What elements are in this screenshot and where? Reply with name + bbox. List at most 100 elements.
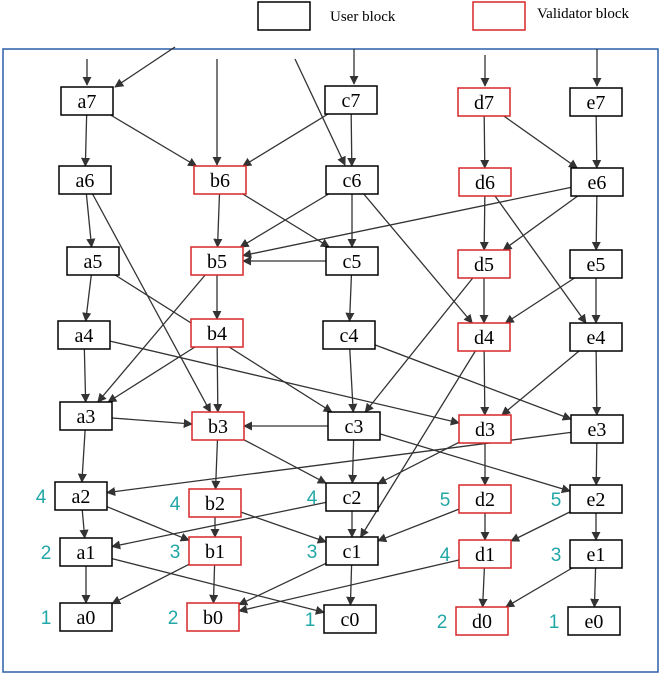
validator-block-box <box>455 606 509 636</box>
edge-b2-to-c1 <box>240 511 327 544</box>
block-number-e1: 3 <box>551 545 562 566</box>
block-label: d7 <box>474 92 494 114</box>
user-block-box <box>59 602 113 632</box>
edge-c4-to-c3 <box>348 348 358 413</box>
user-block-box <box>324 85 378 115</box>
edge-a4-to-d3 <box>109 340 460 426</box>
block-label: a1 <box>77 542 96 564</box>
block-number-c1: 3 <box>307 542 318 563</box>
edge-d7-to-d6 <box>480 115 490 169</box>
user-block-box <box>58 165 112 195</box>
block-b3: b3 <box>191 411 245 441</box>
block-number-b0: 2 <box>168 608 179 629</box>
block-b6: b6 <box>193 165 247 195</box>
edge-a6-to-b3 <box>91 193 212 413</box>
validator-block-box <box>188 536 242 566</box>
block-d3: d3 <box>458 414 512 444</box>
edge-e5-to-d4 <box>504 277 575 324</box>
block-number-b2: 4 <box>170 494 181 515</box>
incoming-edges <box>82 46 602 166</box>
edge-a3-to-a2 <box>77 429 87 483</box>
user-block-box <box>569 249 623 279</box>
block-label: e0 <box>585 611 604 633</box>
block-b0: b0 <box>186 602 240 632</box>
edge-c6-to-d4 <box>363 193 473 324</box>
block-a5: a5 <box>66 246 120 276</box>
legend-validator-label: Validator block <box>537 6 630 22</box>
user-block-box <box>569 539 623 569</box>
edge-c3-to-c2 <box>348 439 358 484</box>
block-c2: c2 <box>325 482 379 512</box>
edges <box>77 113 602 615</box>
edge-d2-to-c1 <box>377 508 460 543</box>
block-b2: b2 <box>188 488 242 518</box>
block-label: b3 <box>208 416 228 438</box>
edge-a6-to-a5 <box>85 193 96 248</box>
edge-b1-to-a0 <box>111 563 190 605</box>
edge-e6-to-d5 <box>502 195 579 251</box>
edge-c7-to-c6 <box>347 113 357 167</box>
user-block-box <box>325 482 379 512</box>
block-label: a0 <box>77 607 96 629</box>
block-c3: c3 <box>327 411 381 441</box>
block-label: d2 <box>475 489 495 511</box>
block-number-d1: 4 <box>440 545 451 566</box>
block-a2: a2 <box>54 481 108 511</box>
validator-block-box <box>186 602 240 632</box>
user-block-box <box>567 606 621 636</box>
block-d0: d0 <box>455 606 509 636</box>
user-block-box <box>59 537 113 567</box>
nodes: a7a6a5a4a3a2a1a0b6b5b4b3b2b1b0c7c6c5c4c3… <box>54 85 624 636</box>
block-a7: a7 <box>60 86 114 116</box>
edge-a5-to-a4 <box>82 274 92 322</box>
block-number-a2: 4 <box>36 487 47 508</box>
validator-block-box <box>457 87 511 117</box>
edge-b6-to-b5 <box>213 193 223 248</box>
user-block-box <box>325 536 379 566</box>
validator-block-box <box>458 167 512 197</box>
block-number-d0: 2 <box>437 612 448 633</box>
block-d6: d6 <box>458 167 512 197</box>
block-label: b4 <box>207 323 227 345</box>
block-b1: b1 <box>188 536 242 566</box>
validator-block-box <box>458 414 512 444</box>
block-c5: c5 <box>325 246 379 276</box>
user-block-box <box>327 411 381 441</box>
block-label: a6 <box>76 170 95 192</box>
user-block-box <box>570 167 624 197</box>
block-number-b1: 3 <box>170 542 181 563</box>
block-e2: e2 <box>569 484 623 514</box>
block-e3: e3 <box>570 414 624 444</box>
block-label: d0 <box>472 611 492 633</box>
edge-a3-to-b3 <box>111 417 193 428</box>
block-label: b1 <box>205 541 225 563</box>
edge-e4-to-d3 <box>501 350 580 416</box>
validator-block-box <box>457 322 511 352</box>
block-label: d5 <box>474 254 494 276</box>
validator-block-box <box>188 488 242 518</box>
edge-b4-to-b3 <box>213 346 223 413</box>
edge-c4-to-e3 <box>374 344 572 421</box>
edge-d6-to-d5 <box>479 195 489 251</box>
block-label: c6 <box>343 170 362 192</box>
block-label: b6 <box>210 170 230 192</box>
edge-b5-to-a3 <box>97 274 206 403</box>
block-label: c0 <box>341 609 360 631</box>
edge-d1-to-b0 <box>238 559 460 614</box>
legend-user-label: User block <box>330 9 396 25</box>
edge-a2-to-b1 <box>106 506 190 542</box>
edge-b6-to-c5 <box>242 193 330 248</box>
block-label: c2 <box>343 487 362 509</box>
edge-c3-to-e2 <box>379 433 571 494</box>
block-b4: b4 <box>190 318 244 348</box>
edge-d6-to-e4 <box>494 195 587 324</box>
user-block-box <box>325 246 379 276</box>
block-label: a7 <box>78 91 97 113</box>
block-label: a4 <box>75 325 94 347</box>
edge-c7-to-b6 <box>242 113 329 167</box>
block-label: e5 <box>587 254 606 276</box>
block-label: b0 <box>203 607 223 629</box>
block-c0: c0 <box>323 604 377 634</box>
